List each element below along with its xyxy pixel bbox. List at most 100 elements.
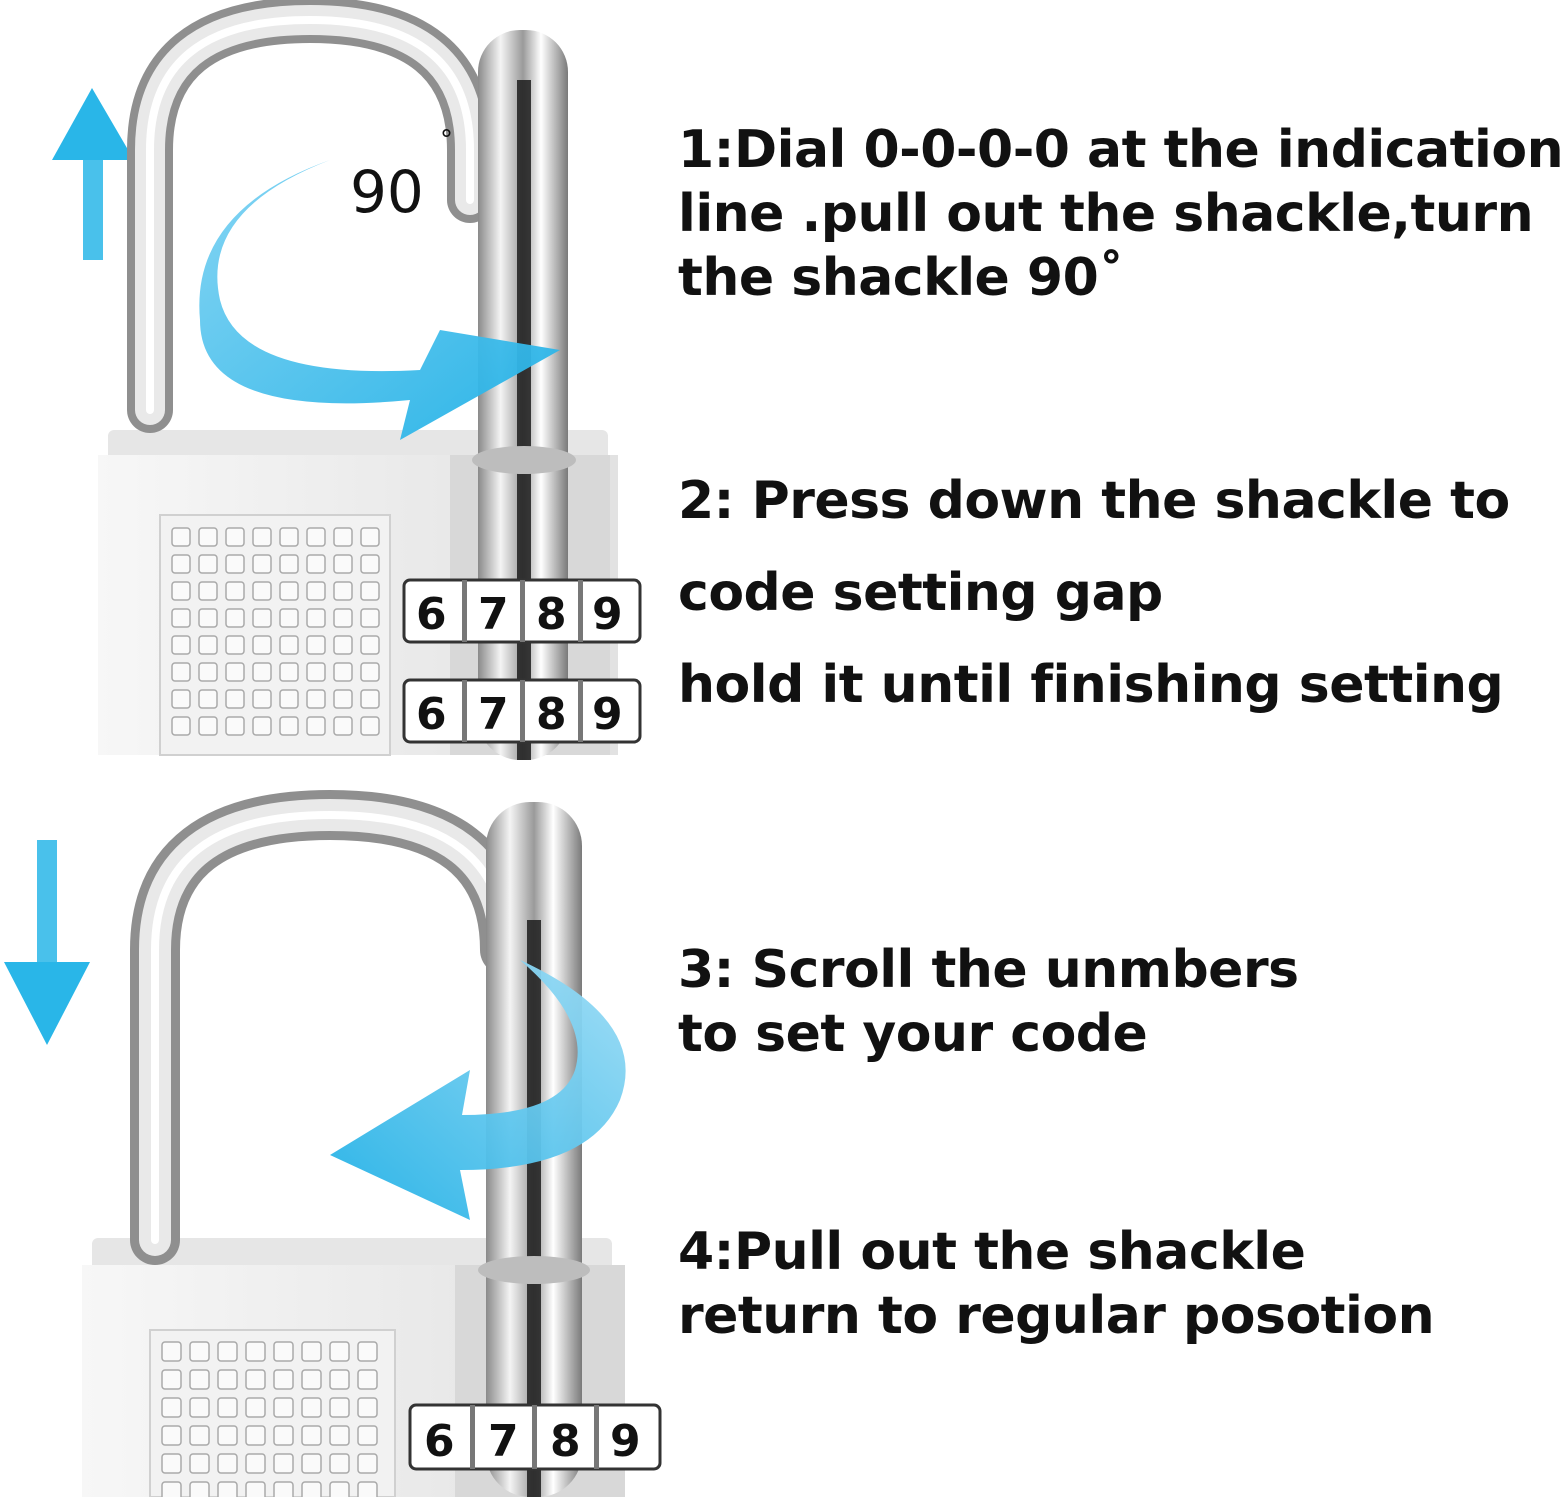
grip-square <box>245 1425 266 1446</box>
grip-square <box>279 689 299 709</box>
grip-squares <box>161 1341 378 1497</box>
grip-square <box>171 608 191 628</box>
grip-square <box>301 1425 322 1446</box>
grip-square <box>357 1453 378 1474</box>
grip-square <box>171 554 191 574</box>
grip-square <box>171 662 191 682</box>
grip-square <box>329 1481 350 1497</box>
instruction-step-3: 3: Scroll the unmbers to set your code <box>678 938 1299 1066</box>
grip-square <box>273 1341 294 1362</box>
grip-square <box>329 1453 350 1474</box>
grip-square <box>225 608 245 628</box>
degree-symbol: ° <box>440 125 453 155</box>
grip-square <box>360 554 380 574</box>
grip-square <box>171 635 191 655</box>
grip-square <box>360 662 380 682</box>
grip-square <box>198 527 218 547</box>
grip-square <box>360 527 380 547</box>
grip-square <box>217 1397 238 1418</box>
grip-square <box>171 527 191 547</box>
grip-square <box>189 1425 210 1446</box>
grip-square <box>245 1397 266 1418</box>
grip-square <box>171 689 191 709</box>
grip-square <box>333 554 353 574</box>
grip-square <box>333 662 353 682</box>
grip-square <box>252 662 272 682</box>
grip-square <box>252 635 272 655</box>
grip-square <box>189 1397 210 1418</box>
step-4-line-2: return to regular posotion <box>678 1286 1435 1346</box>
grip-square <box>217 1369 238 1390</box>
grip-square <box>217 1453 238 1474</box>
grip-square <box>198 608 218 628</box>
grip-square <box>273 1481 294 1497</box>
grip-square <box>306 554 326 574</box>
grip-square <box>252 581 272 601</box>
grip-square <box>329 1397 350 1418</box>
grip-square <box>333 608 353 628</box>
grip-square <box>306 662 326 682</box>
grip-square <box>279 554 299 574</box>
step-2-line-1: 2: Press down the shackle to <box>678 471 1510 531</box>
grip-square <box>357 1341 378 1362</box>
dial-digit: 7 <box>488 1416 519 1467</box>
grip-square <box>225 554 245 574</box>
grip-square <box>306 689 326 709</box>
grip-square <box>306 716 326 736</box>
grip-square <box>252 716 272 736</box>
grip-square <box>306 527 326 547</box>
grip-square <box>357 1425 378 1446</box>
arrow-down-icon <box>4 840 90 1045</box>
grip-square <box>198 716 218 736</box>
grip-square <box>217 1341 238 1362</box>
grip-square <box>171 716 191 736</box>
grip-square <box>279 662 299 682</box>
grip-square <box>198 662 218 682</box>
grip-square <box>301 1397 322 1418</box>
grip-square <box>357 1397 378 1418</box>
step-1-line-1: 1:Dial 0-0-0-0 at the indication <box>678 120 1563 180</box>
grip-square <box>360 716 380 736</box>
padlock-illustration-open: 90 ° 6 7 8 9 6 7 8 9 <box>52 0 642 760</box>
grip-square <box>252 608 272 628</box>
grip-square <box>252 527 272 547</box>
grip-square <box>217 1425 238 1446</box>
grip-square <box>279 527 299 547</box>
grip-square <box>225 527 245 547</box>
dial-digit: 6 <box>424 1416 455 1467</box>
grip-square <box>360 581 380 601</box>
dial-digit: 8 <box>536 589 567 640</box>
grip-square <box>217 1481 238 1497</box>
instruction-step-1: 1:Dial 0-0-0-0 at the indication line .p… <box>678 118 1563 310</box>
grip-squares <box>171 527 380 736</box>
combination-dial-row: 6 7 8 9 <box>408 1403 662 1471</box>
grip-square <box>301 1453 322 1474</box>
grip-square <box>225 716 245 736</box>
grip-square <box>360 608 380 628</box>
grip-square <box>301 1481 322 1497</box>
grip-square <box>279 608 299 628</box>
arrow-up-icon <box>52 88 134 260</box>
grip-square <box>161 1481 182 1497</box>
grip-square <box>245 1481 266 1497</box>
grip-square <box>333 527 353 547</box>
grip-square <box>171 581 191 601</box>
grip-square <box>329 1369 350 1390</box>
step-3-line-1: 3: Scroll the unmbers <box>678 940 1299 1000</box>
step-3-line-2: to set your code <box>678 1004 1148 1064</box>
grip-square <box>306 635 326 655</box>
step-2-line-2: code setting gap <box>678 563 1163 623</box>
dial-digit: 8 <box>536 689 567 740</box>
grip-square <box>225 662 245 682</box>
dial-digit: 7 <box>478 589 509 640</box>
instruction-step-4: 4:Pull out the shackle return to regular… <box>678 1220 1435 1348</box>
grip-square <box>360 635 380 655</box>
dial-digit: 9 <box>592 689 623 740</box>
grip-square <box>198 635 218 655</box>
step-1-line-3: the shackle 90˚ <box>678 248 1124 308</box>
combination-dial-row-2: 6 7 8 9 <box>402 678 642 744</box>
grip-square <box>189 1369 210 1390</box>
dial-digit: 6 <box>416 689 447 740</box>
step-1-line-2: line .pull out the shackle,turn <box>678 184 1534 244</box>
dial-digit: 6 <box>416 589 447 640</box>
